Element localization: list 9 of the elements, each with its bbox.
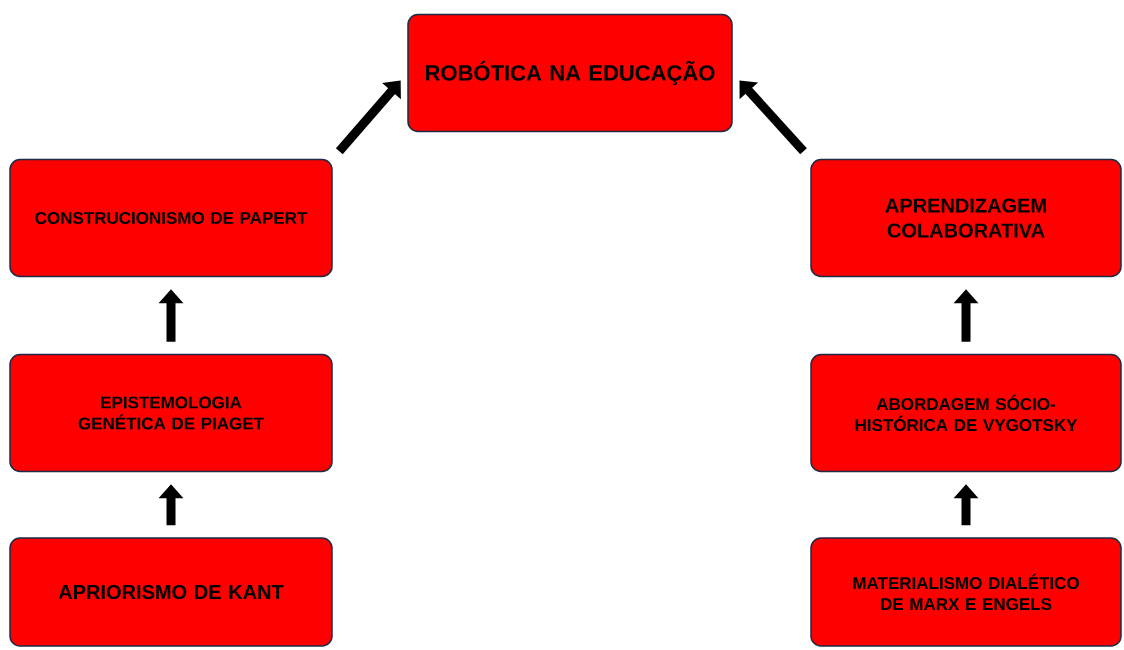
block-arrow (335, 80, 401, 155)
concept-box: EPISTEMOLOGIA GENÉTICA DE PIAGET (9, 353, 333, 473)
concept-box: ROBÓTICA NA EDUCAÇÃO (407, 13, 733, 133)
concept-box: CONSTRUCIONISMO DE PAPERT (9, 158, 333, 278)
concept-box: APRENDIZAGEM COLABORATIVA (810, 158, 1122, 278)
block-arrow (739, 80, 807, 155)
concept-box: APRIORISMO DE KANT (9, 537, 333, 647)
concept-box: ABORDAGEM SÓCIO-HISTÓRICA DE VYGOTSKY (810, 353, 1122, 473)
concept-box: MATERIALISMO DIALÉTICO DE MARX E ENGELS (810, 537, 1122, 647)
